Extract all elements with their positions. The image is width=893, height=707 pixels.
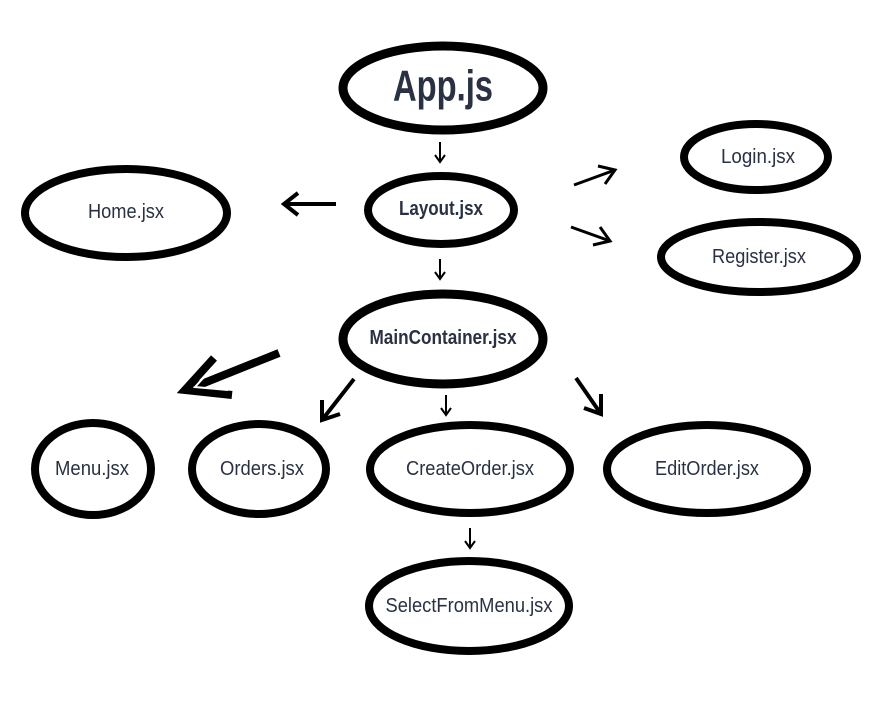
edge-main-container-to-edit-order-head xyxy=(583,394,603,417)
node-create-order-label: CreateOrder.jsx xyxy=(406,458,534,480)
node-home-label: Home.jsx xyxy=(88,201,164,223)
node-orders: Orders.jsx xyxy=(188,420,330,518)
node-edit-order-ellipse xyxy=(603,421,811,517)
edge-layout-to-register-head xyxy=(592,226,613,247)
node-main-container-label: MainContainer.jsx xyxy=(370,327,517,349)
edge-app-to-layout-head xyxy=(434,154,446,164)
edge-layout-to-home-head xyxy=(280,191,300,217)
edge-main-container-to-create-order xyxy=(440,395,452,417)
node-login-label: Login.jsx xyxy=(721,146,795,168)
edge-main-container-to-menu-shaft xyxy=(192,349,281,391)
node-edit-order-label: EditOrder.jsx xyxy=(655,458,759,480)
edge-layout-to-login-head xyxy=(597,164,618,185)
edge-layout-to-main-container xyxy=(434,259,446,281)
node-app-label: App.js xyxy=(393,62,493,111)
edge-main-container-to-create-order-head xyxy=(440,407,452,417)
node-main-container: MainContainer.jsx xyxy=(338,289,548,389)
edge-create-order-to-select-from-menu xyxy=(464,528,476,550)
node-menu: Menu.jsx xyxy=(31,419,155,519)
node-select-from-menu-ellipse xyxy=(365,557,573,655)
node-create-order: CreateOrder.jsx xyxy=(366,421,574,517)
edge-main-container-to-orders-shaft xyxy=(320,377,356,422)
node-home-ellipse xyxy=(21,165,231,261)
edge-main-container-to-menu xyxy=(176,349,281,399)
node-edit-order: EditOrder.jsx xyxy=(603,421,811,517)
node-app: App.js xyxy=(338,41,548,135)
node-select-from-menu: SelectFromMenu.jsx xyxy=(365,557,573,655)
node-menu-label: Menu.jsx xyxy=(55,458,129,480)
edge-layout-to-register xyxy=(570,225,613,247)
node-menu-ellipse xyxy=(31,419,155,519)
node-layout-ellipse xyxy=(364,172,518,248)
edge-layout-to-login xyxy=(573,164,618,187)
node-layout: Layout.jsx xyxy=(364,172,518,248)
edge-layout-to-home xyxy=(280,191,336,217)
edge-main-container-to-orders xyxy=(320,377,356,423)
edge-create-order-to-select-from-menu-head xyxy=(464,540,476,550)
edge-main-container-to-menu-head-inner xyxy=(192,363,229,391)
edge-main-container-to-menu-head xyxy=(176,355,233,399)
node-home: Home.jsx xyxy=(21,165,231,261)
edge-layout-to-login-shaft xyxy=(573,168,616,187)
node-register-ellipse xyxy=(657,218,861,296)
edge-layout-to-register-shaft xyxy=(570,225,611,243)
node-orders-label: Orders.jsx xyxy=(220,458,304,480)
node-main-container-ellipse xyxy=(338,289,548,389)
node-select-from-menu-label: SelectFromMenu.jsx xyxy=(386,595,553,617)
edge-main-container-to-edit-order xyxy=(574,376,603,417)
node-orders-ellipse xyxy=(188,420,330,518)
node-layout-label: Layout.jsx xyxy=(399,198,483,220)
node-create-order-ellipse xyxy=(366,421,574,517)
node-app-ellipse xyxy=(338,41,548,135)
node-register: Register.jsx xyxy=(657,218,861,296)
edge-main-container-to-edit-order-shaft xyxy=(574,376,603,416)
node-register-label: Register.jsx xyxy=(712,246,806,268)
edge-main-container-to-orders-head xyxy=(320,400,341,423)
edge-app-to-layout xyxy=(434,142,446,164)
node-login: Login.jsx xyxy=(680,120,832,194)
edge-layout-to-main-container-head xyxy=(434,271,446,281)
node-login-ellipse xyxy=(680,120,832,194)
